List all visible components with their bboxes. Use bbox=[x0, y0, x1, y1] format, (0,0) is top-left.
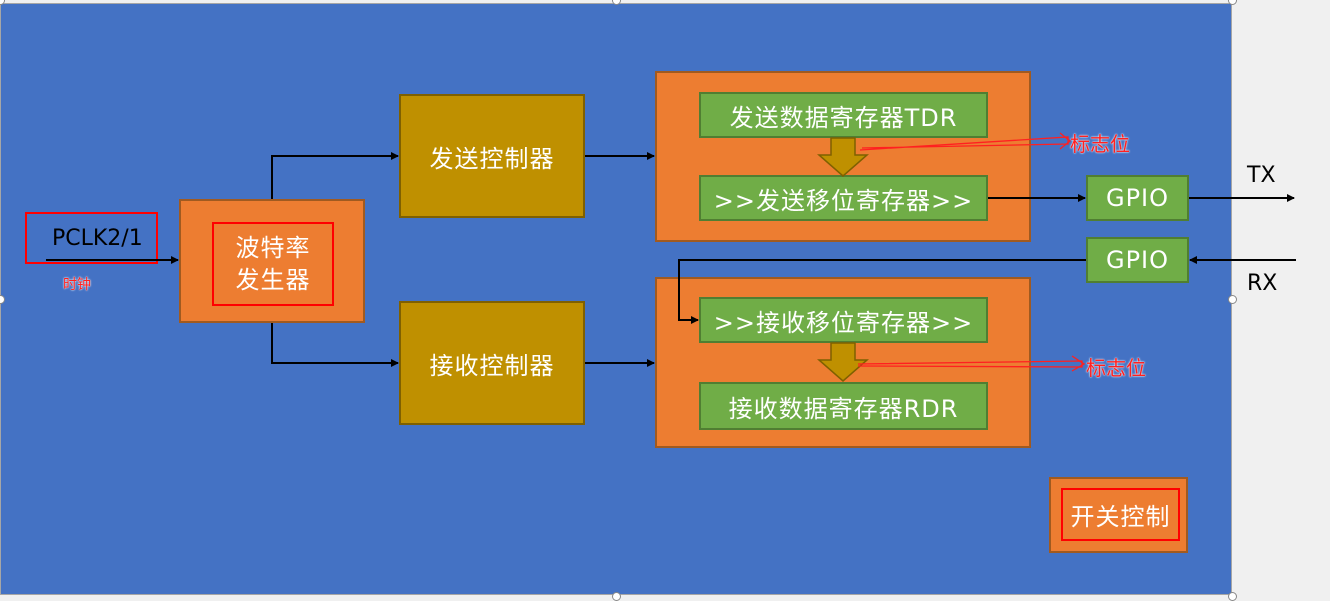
shift-to-rdr-block-arrow bbox=[817, 342, 869, 382]
gpio-tx: GPIO bbox=[1086, 175, 1189, 221]
resize-handle[interactable] bbox=[612, 0, 621, 5]
switch-control-label: 开关控制 bbox=[1070, 503, 1171, 531]
rx-pin-label: RX bbox=[1247, 271, 1278, 296]
baud-rate-generator-label: 波特率 发生器 bbox=[235, 234, 311, 294]
clock-note: 时钟 bbox=[63, 277, 91, 293]
baud-to-tx-arrow bbox=[271, 152, 399, 199]
tx-flag-label: 标志位 bbox=[1070, 132, 1130, 156]
pclk-label: PCLK2/1 bbox=[52, 226, 143, 251]
tx-flag-arrow bbox=[859, 136, 1069, 151]
gpio-rx-label: GPIO bbox=[1105, 246, 1170, 274]
gpio-rx: GPIO bbox=[1086, 237, 1189, 283]
baud-rate-generator-label-box: 波特率 发生器 bbox=[212, 222, 334, 306]
rx-flag-label: 标志位 bbox=[1086, 356, 1146, 380]
tdr-register: 发送数据寄存器TDR bbox=[699, 92, 988, 138]
resize-handle[interactable] bbox=[0, 295, 5, 304]
tx-pin-label: TX bbox=[1247, 163, 1276, 188]
rdr-register: 接收数据寄存器RDR bbox=[699, 382, 988, 430]
tx-shift-register-label: >>发送移位寄存器>> bbox=[713, 186, 974, 215]
tdr-register-label: 发送数据寄存器TDR bbox=[729, 103, 958, 132]
tdr-to-shift-block-arrow bbox=[817, 137, 869, 177]
resize-handle[interactable] bbox=[1228, 295, 1237, 304]
tx-controller: 发送控制器 bbox=[399, 94, 585, 218]
pclk-highlight-box bbox=[25, 212, 158, 264]
baud-rate-generator bbox=[179, 199, 365, 323]
rdr-register-label: 接收数据寄存器RDR bbox=[728, 394, 959, 423]
resize-handle[interactable] bbox=[1228, 0, 1237, 5]
gpio-tx-label: GPIO bbox=[1105, 184, 1170, 212]
switch-control-label-box: 开关控制 bbox=[1061, 488, 1180, 541]
rx-shift-register-label: >>接收移位寄存器>> bbox=[713, 308, 974, 337]
baud-to-rx-arrow bbox=[271, 323, 399, 367]
tx-shift-register: >>发送移位寄存器>> bbox=[699, 175, 988, 221]
resize-handle[interactable] bbox=[0, 0, 5, 5]
rx-flag-arrow bbox=[857, 360, 1083, 368]
gpio-to-rx-shift-arrow bbox=[678, 259, 1086, 324]
rx-shift-register: >>接收移位寄存器>> bbox=[699, 297, 988, 343]
rx-controller: 接收控制器 bbox=[399, 301, 585, 425]
tx-controller-label: 发送控制器 bbox=[429, 144, 555, 173]
rx-controller-label: 接收控制器 bbox=[429, 351, 555, 380]
